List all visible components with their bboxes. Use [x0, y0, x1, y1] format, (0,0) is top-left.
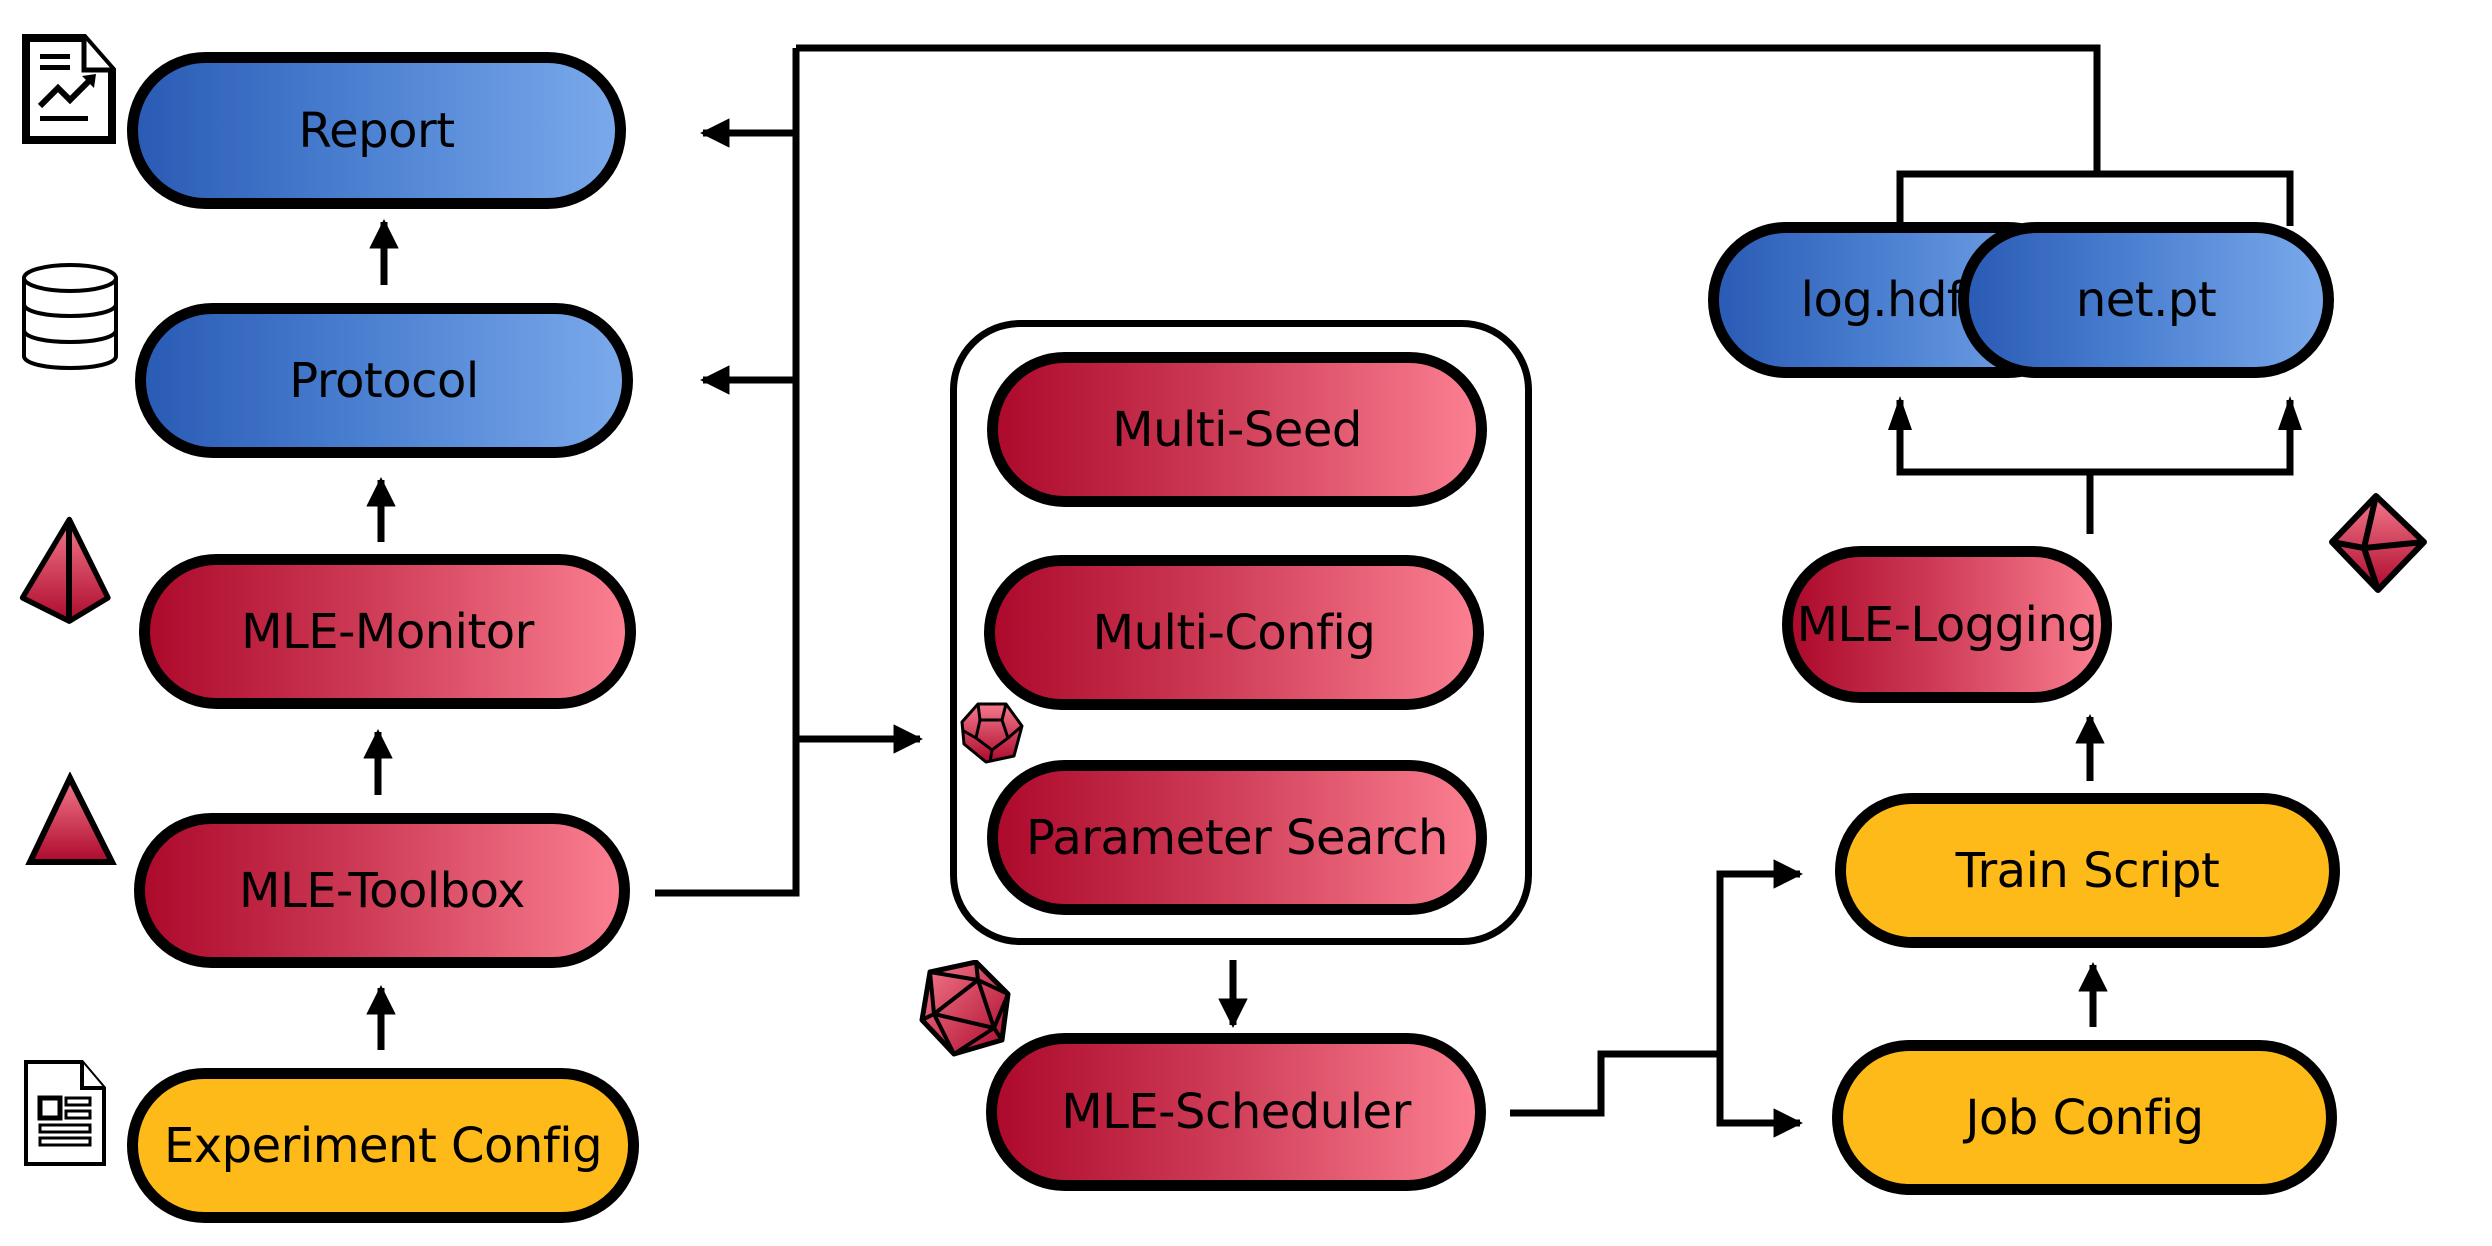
node-train-script[interactable]: Train Script — [1835, 793, 2340, 948]
node-train-script-label: Train Script — [1955, 842, 2220, 899]
octahedron-icon — [2329, 493, 2427, 593]
node-mle-logging-label: MLE-Logging — [1796, 596, 2098, 653]
node-experiment-config[interactable]: Experiment Config — [127, 1068, 639, 1223]
edge-logging-split — [1896, 400, 2294, 476]
edge-branch-to-job-config — [1716, 1054, 1803, 1138]
node-parameter-search-label: Parameter Search — [1026, 809, 1448, 866]
node-protocol-label: Protocol — [289, 352, 479, 409]
edge-log-net-merge — [1896, 170, 2294, 226]
node-job-config-label: Job Config — [1965, 1089, 2204, 1146]
node-mle-toolbox-label: MLE-Toolbox — [239, 862, 525, 919]
node-net-pt[interactable]: net.pt — [1958, 222, 2334, 378]
dodecahedron-icon — [960, 702, 1024, 764]
tetrahedron-icon — [19, 516, 111, 624]
node-mle-scheduler-label: MLE-Scheduler — [1061, 1084, 1411, 1140]
icosahedron-icon — [919, 960, 1011, 1057]
node-multi-config-label: Multi-Config — [1092, 604, 1376, 661]
triangle-icon — [25, 772, 117, 865]
node-multi-seed[interactable]: Multi-Seed — [987, 352, 1487, 507]
node-protocol[interactable]: Protocol — [135, 303, 633, 458]
report-chart-document-icon — [22, 34, 116, 144]
node-mle-logging[interactable]: MLE-Logging — [1782, 546, 2112, 703]
edge-branch-to-train-script — [1716, 859, 1803, 1125]
node-experiment-config-label: Experiment Config — [163, 1117, 603, 1174]
node-parameter-search[interactable]: Parameter Search — [987, 760, 1487, 915]
node-multi-seed-label: Multi-Seed — [1112, 401, 1362, 458]
node-net-pt-label: net.pt — [2075, 272, 2217, 328]
node-mle-toolbox[interactable]: MLE-Toolbox — [134, 813, 630, 968]
database-icon — [22, 263, 118, 370]
config-document-icon — [24, 1060, 106, 1166]
node-job-config[interactable]: Job Config — [1832, 1040, 2337, 1195]
node-mle-scheduler[interactable]: MLE-Scheduler — [986, 1033, 1486, 1191]
arrowhead-to-log-hdf5 — [1888, 396, 1912, 430]
node-mle-monitor-label: MLE-Monitor — [241, 603, 534, 660]
arrowhead-to-net-pt — [2278, 396, 2302, 430]
edge-toolbox-bus — [655, 48, 800, 897]
node-report-label: Report — [298, 102, 455, 159]
edge-outputs-to-report — [796, 44, 2101, 174]
experiment-group[interactable] — [950, 320, 1532, 945]
node-report[interactable]: Report — [127, 52, 626, 209]
edge-scheduler-branch — [1510, 1050, 1720, 1117]
node-multi-config[interactable]: Multi-Config — [984, 555, 1484, 710]
node-mle-monitor[interactable]: MLE-Monitor — [139, 554, 636, 709]
